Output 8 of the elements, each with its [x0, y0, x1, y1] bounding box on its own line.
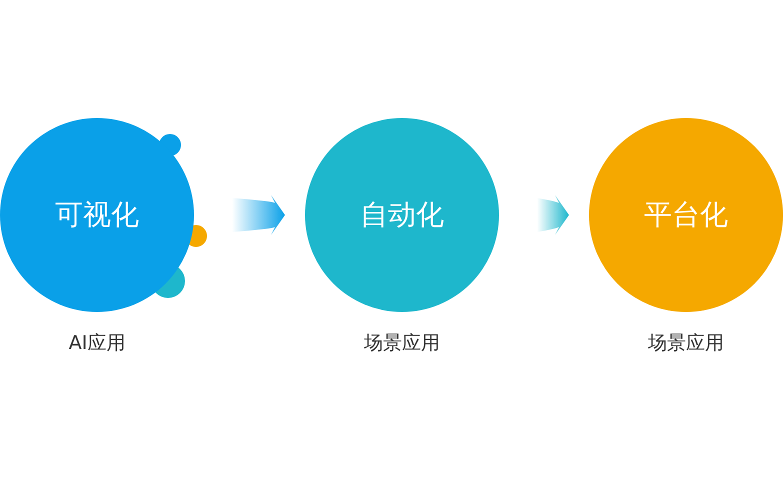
node-label: 场景应用 [364, 331, 440, 356]
node-label: 自动化 [360, 197, 444, 233]
node-label: 场景应用 [648, 331, 724, 356]
node-label: 可视化 [55, 197, 139, 233]
arrow [537, 195, 569, 235]
node-label: AI应用 [68, 331, 126, 356]
arrow [232, 195, 285, 235]
node-label: 平台化 [644, 197, 728, 233]
